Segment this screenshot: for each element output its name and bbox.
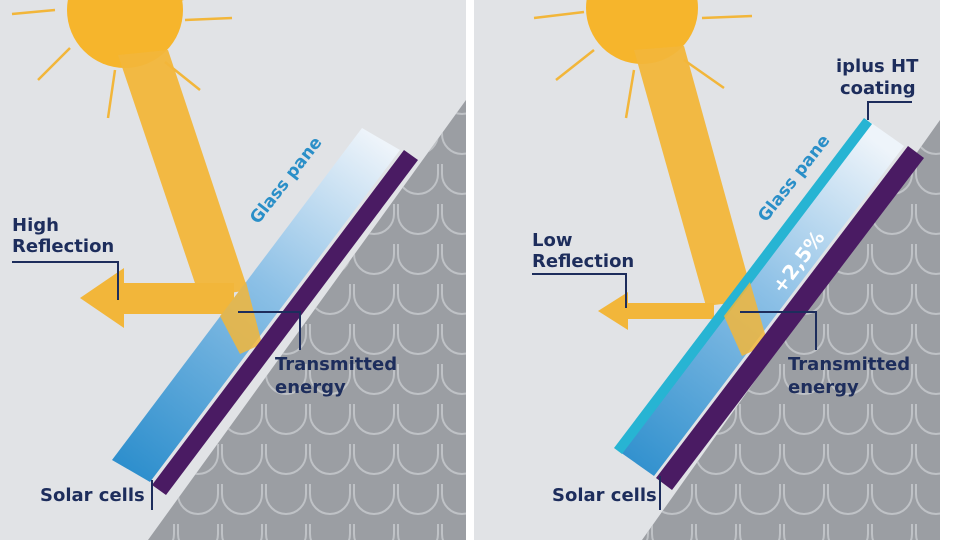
solar-cells-label: Solar cells: [40, 484, 145, 508]
coating-label-line1: iplus HT: [836, 55, 918, 79]
transmitted-label-line2: energy: [275, 376, 346, 400]
reflected-ray-arrow: [598, 292, 714, 330]
coating-label-line2: coating: [840, 77, 916, 101]
transmitted-label-line1: Transmitted: [275, 353, 397, 377]
reflection-label-line2: Reflection: [532, 250, 634, 274]
high-reflection-panel: High Reflection Glass pane Transmitted e…: [0, 0, 466, 540]
high-reflection-illustration: [0, 0, 466, 540]
incident-ray: [118, 50, 248, 298]
coating-leader-line: [868, 102, 912, 120]
low-reflection-panel: iplus HT coating Low Reflection Glass pa…: [474, 0, 940, 540]
transmitted-label-line2: energy: [788, 376, 859, 400]
reflection-label-line2: Reflection: [12, 235, 114, 259]
transmitted-label-line1: Transmitted: [788, 353, 910, 377]
solar-cells-label: Solar cells: [552, 484, 657, 508]
incident-ray: [634, 46, 754, 306]
